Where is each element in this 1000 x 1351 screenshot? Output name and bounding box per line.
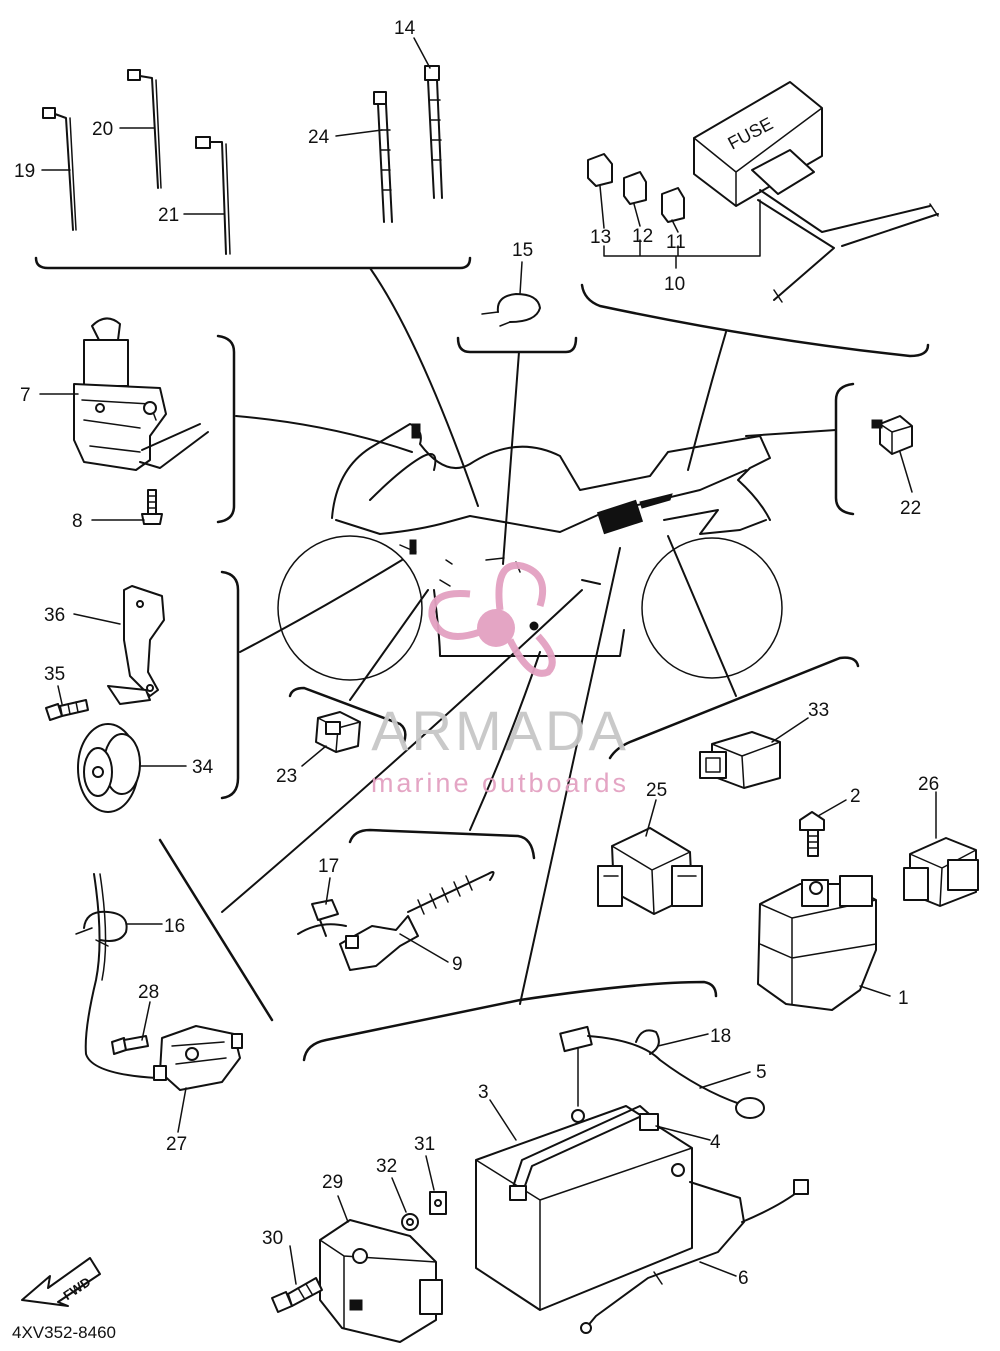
group-brackets bbox=[34, 256, 930, 1062]
flasher-relay-33 bbox=[699, 731, 781, 789]
propeller-icon bbox=[428, 561, 556, 677]
callout-36: 36 bbox=[44, 605, 65, 626]
callout-29: 29 bbox=[322, 1172, 343, 1193]
callout-10: 10 bbox=[664, 274, 685, 295]
relay-26 bbox=[903, 837, 979, 907]
battery-cable-5 bbox=[559, 1025, 765, 1119]
nut-31 bbox=[429, 1191, 447, 1215]
leader-lines bbox=[221, 267, 837, 1005]
washer-32 bbox=[401, 1213, 419, 1231]
fuse-12 bbox=[623, 171, 647, 205]
battery-band-4 bbox=[509, 1105, 661, 1201]
callout-23: 23 bbox=[276, 766, 297, 787]
callout-2: 2 bbox=[850, 786, 861, 807]
bolt-35 bbox=[45, 699, 89, 721]
callout-17: 17 bbox=[318, 856, 339, 877]
starter-relay-1 bbox=[757, 875, 877, 1011]
watermark-logo: ARMADA marine outboards bbox=[371, 561, 629, 798]
callout-21: 21 bbox=[158, 205, 179, 226]
callout-30: 30 bbox=[262, 1228, 283, 1249]
callout-8: 8 bbox=[72, 511, 83, 532]
callout-12: 12 bbox=[632, 226, 653, 247]
horn-34 bbox=[77, 685, 151, 813]
bolt-30 bbox=[271, 1277, 323, 1313]
cable-tie-21 bbox=[195, 136, 231, 255]
callout-1: 1 bbox=[898, 988, 909, 1009]
callout-24: 24 bbox=[308, 127, 330, 148]
callout-18: 18 bbox=[710, 1026, 731, 1047]
cable-clamp-17 bbox=[311, 899, 339, 937]
main-switch-7 bbox=[73, 317, 209, 471]
callout-numbers: 14 19 20 21 24 15 13 12 11 10 7 8 22 36 … bbox=[14, 18, 939, 1289]
cable-tie-14 bbox=[424, 65, 443, 199]
callout-5: 5 bbox=[756, 1062, 767, 1083]
callout-25: 25 bbox=[646, 780, 667, 801]
callout-32: 32 bbox=[376, 1156, 397, 1177]
callout-33: 33 bbox=[808, 700, 829, 721]
rectifier-regulator-29 bbox=[319, 1219, 443, 1343]
connector-23 bbox=[315, 711, 361, 753]
fuse-11 bbox=[661, 187, 685, 223]
sensor-wire-27 bbox=[84, 873, 157, 1079]
cable-tie-24 bbox=[373, 91, 393, 223]
callout-22: 22 bbox=[900, 498, 921, 519]
callout-7: 7 bbox=[20, 385, 31, 406]
fuse-13 bbox=[587, 153, 613, 187]
screw-8 bbox=[141, 489, 163, 525]
callout-13: 13 bbox=[590, 227, 611, 248]
bolt-2 bbox=[799, 811, 825, 857]
callout-16: 16 bbox=[164, 916, 185, 937]
cable-tie-19 bbox=[42, 107, 77, 231]
watermark-subtitle: marine outboards bbox=[371, 768, 629, 798]
callout-leaders bbox=[39, 37, 937, 1285]
callout-28: 28 bbox=[138, 982, 159, 1003]
cable-band-18 bbox=[635, 1029, 660, 1055]
callout-31: 31 bbox=[414, 1134, 435, 1155]
callout-4: 4 bbox=[710, 1132, 721, 1153]
neutral-switch-9 bbox=[297, 871, 495, 971]
wire-clamp-16 bbox=[75, 910, 128, 947]
callout-11: 11 bbox=[666, 232, 686, 253]
callout-35: 35 bbox=[44, 664, 65, 685]
cable-tie-20 bbox=[127, 69, 162, 189]
callout-6: 6 bbox=[738, 1268, 749, 1289]
fuse-callout-bracket bbox=[603, 199, 761, 269]
sensor-27 bbox=[153, 1025, 243, 1091]
callout-26: 26 bbox=[918, 774, 939, 795]
callout-3: 3 bbox=[478, 1082, 489, 1103]
relay-22 bbox=[871, 415, 913, 455]
callout-9: 9 bbox=[452, 954, 463, 975]
callout-34: 34 bbox=[192, 757, 214, 778]
callout-14: 14 bbox=[394, 18, 416, 39]
fuse-box: FUSE bbox=[693, 81, 939, 303]
watermark-title: ARMADA bbox=[371, 699, 629, 762]
diagram-code: 4XV352-8460 bbox=[12, 1323, 116, 1342]
horn-bracket-36 bbox=[123, 585, 165, 697]
relay-25 bbox=[597, 827, 703, 915]
motorcycle-outline bbox=[277, 423, 783, 681]
callout-27: 27 bbox=[166, 1134, 187, 1155]
wire-clip-15 bbox=[481, 293, 541, 327]
callout-15: 15 bbox=[512, 240, 533, 261]
callout-20: 20 bbox=[92, 119, 113, 140]
callout-19: 19 bbox=[14, 161, 35, 182]
fwd-arrow-icon: FWD bbox=[21, 1257, 101, 1307]
battery-cable-6 bbox=[580, 1179, 809, 1334]
